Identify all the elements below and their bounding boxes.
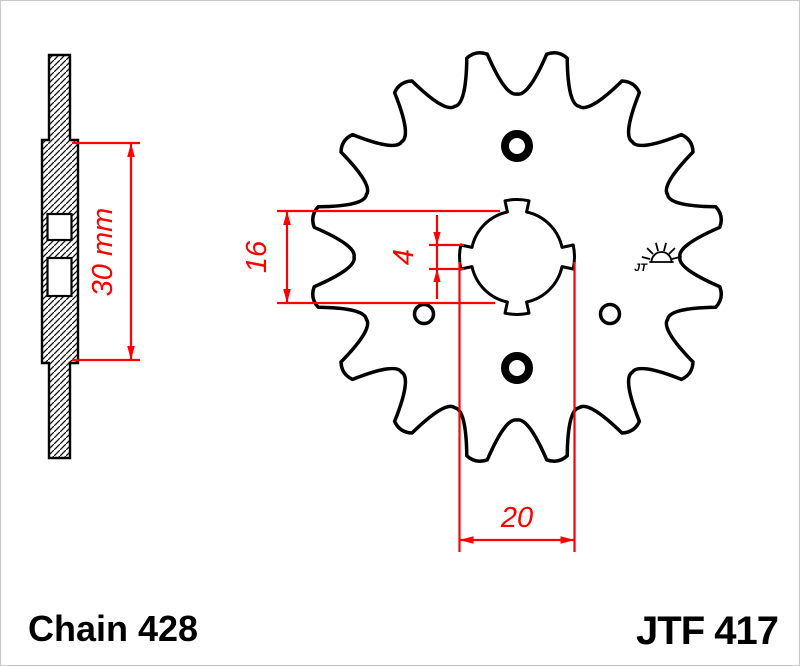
arrow-down-icon xyxy=(433,232,441,245)
chain-size-label: Chain 428 xyxy=(28,608,198,649)
lightening-hole-left xyxy=(412,302,436,326)
dimension-label-hub-width: 30 mm xyxy=(87,208,119,297)
side-view-bore-gap-lower xyxy=(46,256,73,298)
arrow-down-icon xyxy=(127,346,135,360)
arrow-up-icon xyxy=(433,269,441,282)
sun-rays-beams xyxy=(641,242,681,260)
bolt-hole-bottom xyxy=(501,352,533,384)
dimension-label-bore: 20 xyxy=(500,502,533,534)
dimension-label-spline-inner: 16 xyxy=(241,240,273,273)
dimension-hub-width: 30 mm xyxy=(72,141,140,362)
sprocket-front-view: JT xyxy=(310,50,724,464)
dimension-spline-inner-diameter: 16 xyxy=(241,209,500,305)
lightening-hole-right xyxy=(598,302,622,326)
dimension-label-spline-notch: 4 xyxy=(388,249,420,265)
arrow-up-icon xyxy=(283,211,291,225)
arrow-up-icon xyxy=(127,143,135,157)
arrow-right-icon xyxy=(560,536,575,544)
jt-logo: JT xyxy=(634,242,681,274)
arrow-down-icon xyxy=(283,289,291,303)
dimension-bore-diameter: 20 xyxy=(458,262,576,552)
jt-logo-text: JT xyxy=(634,262,648,274)
sun-rays-icon xyxy=(650,251,673,263)
side-view-bore-gap-upper xyxy=(46,212,73,242)
model-number-label: JTF 417 xyxy=(636,609,778,653)
sprocket-side-view xyxy=(40,53,80,460)
arrow-left-icon xyxy=(459,536,474,544)
dimension-spline-notch: 4 xyxy=(388,215,464,299)
bolt-hole-top xyxy=(501,130,533,162)
side-view-outline xyxy=(40,53,80,460)
